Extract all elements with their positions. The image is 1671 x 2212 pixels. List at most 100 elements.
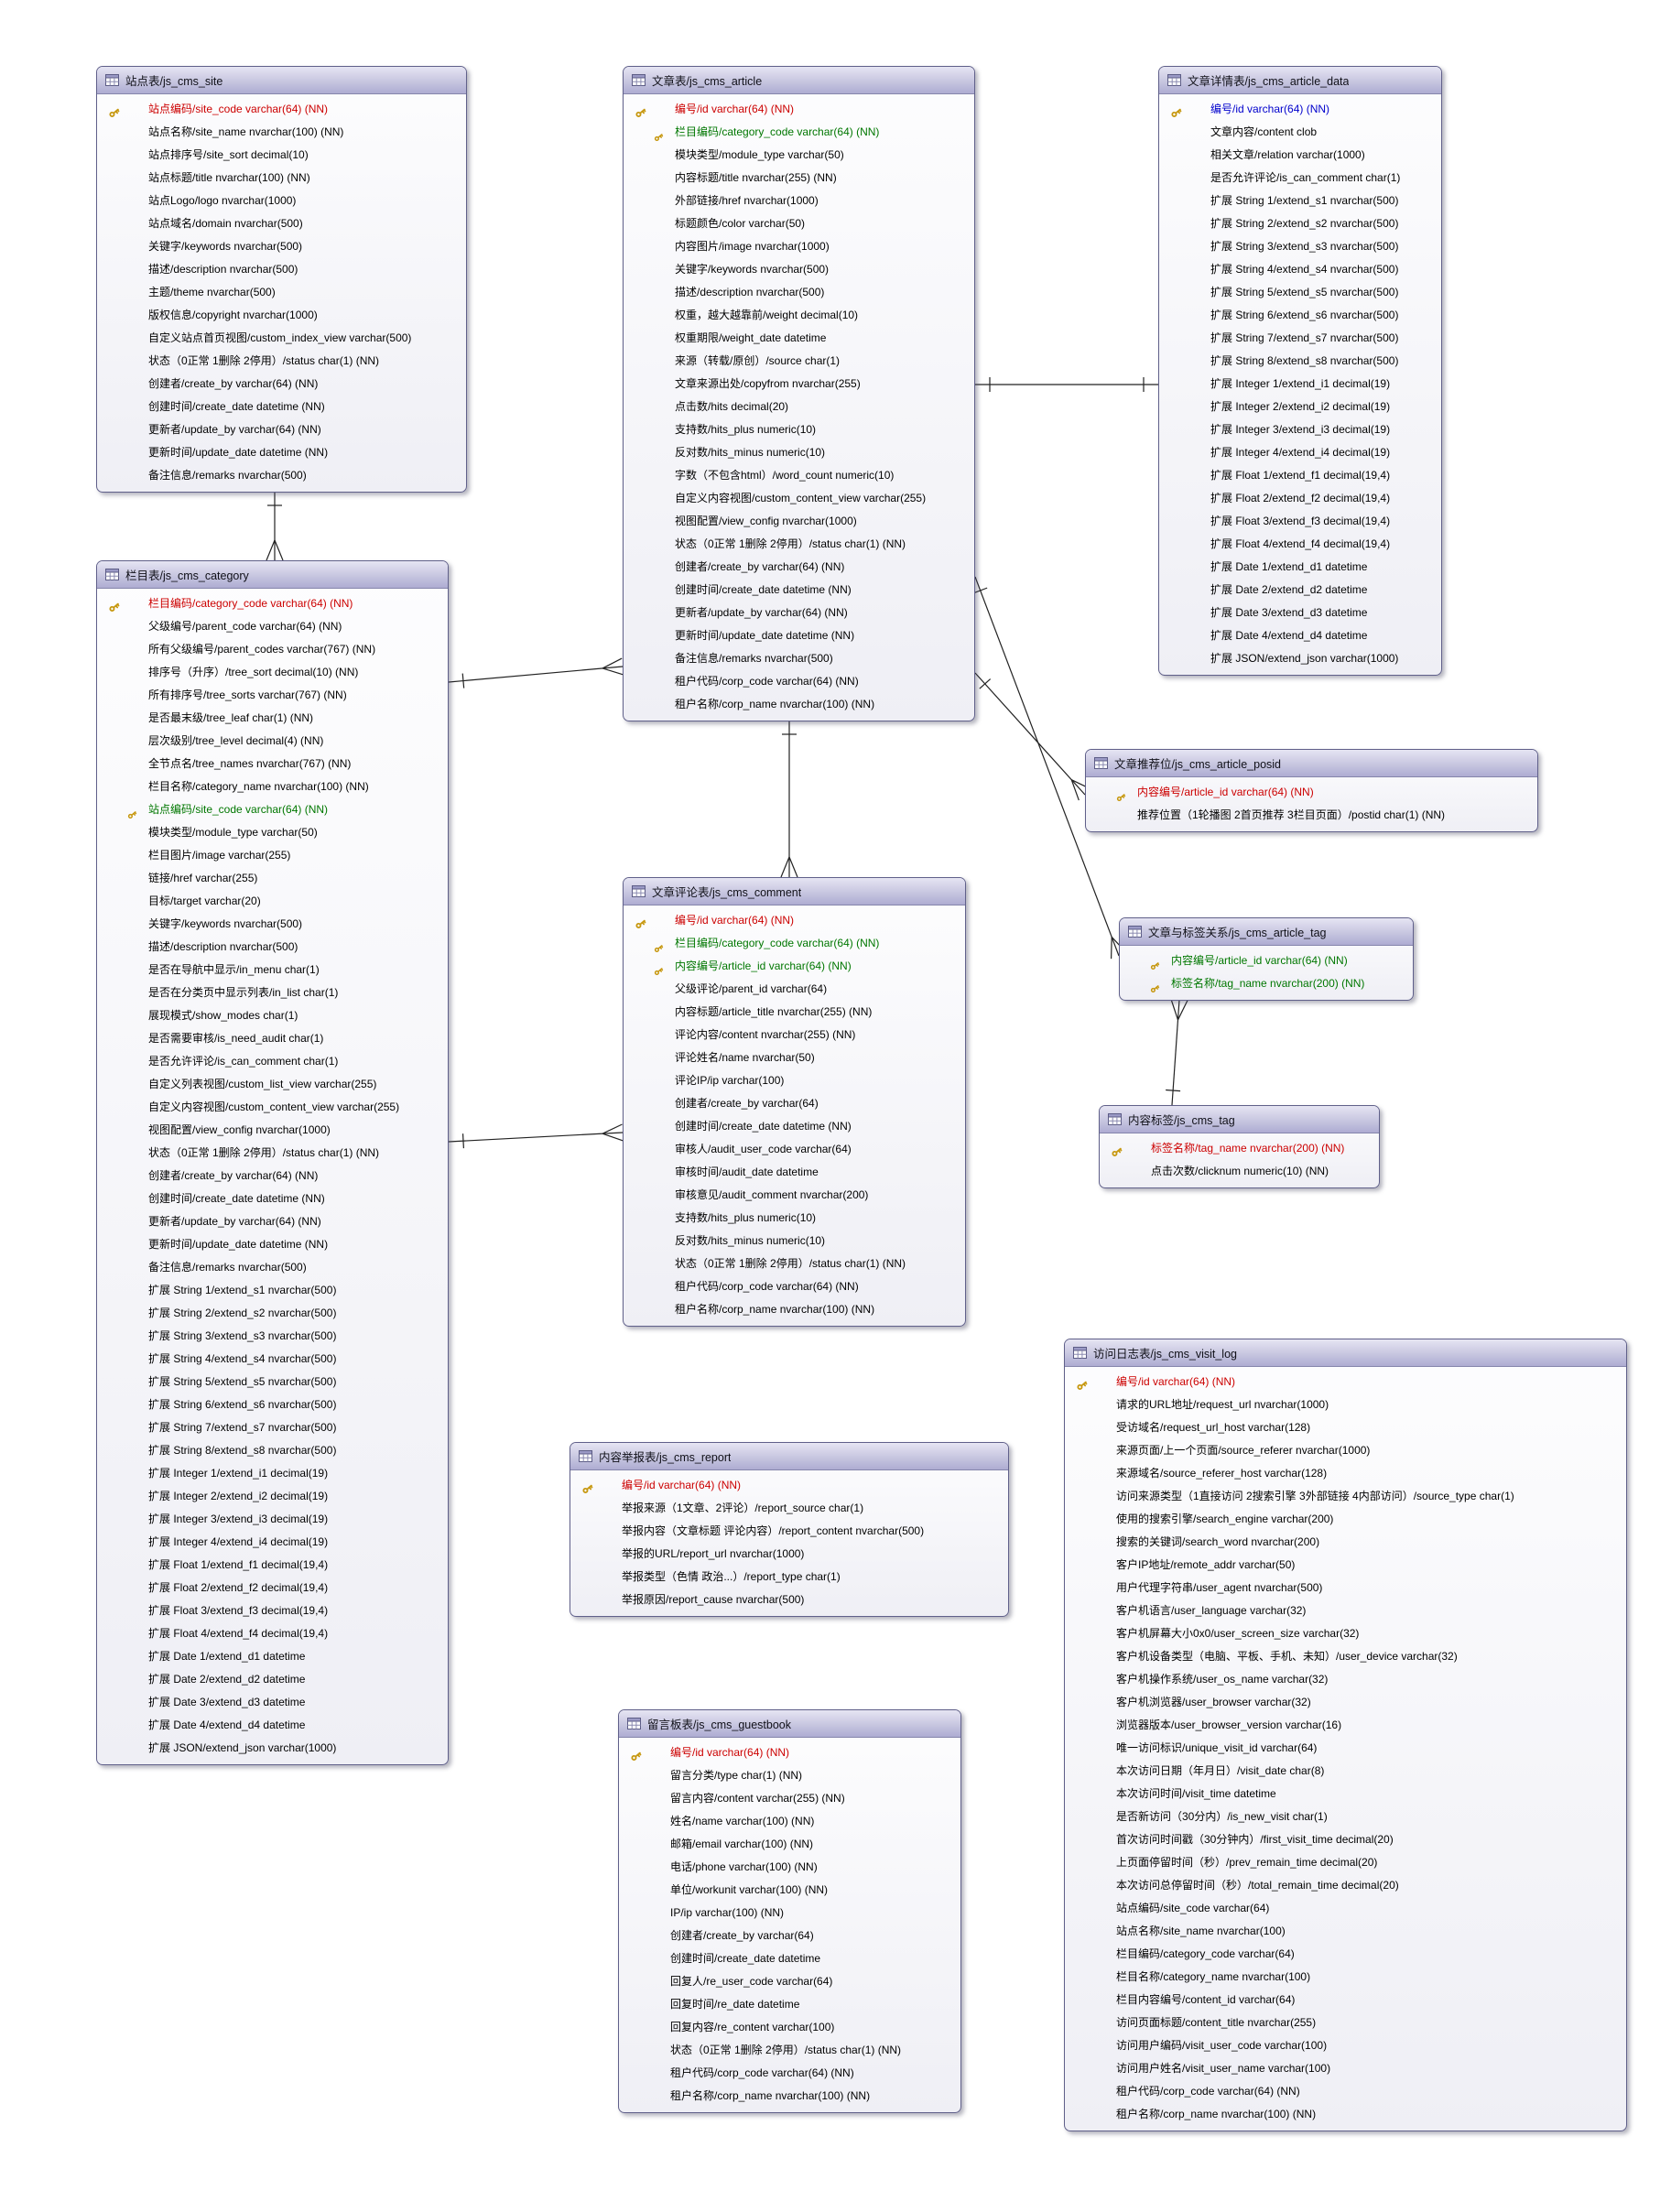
entity-header[interactable]: 留言板表/js_cms_guestbook <box>619 1710 960 1738</box>
field-text: 受访域名/request_url_host varchar(128) <box>1116 1421 1311 1434</box>
key-icon <box>1145 955 1166 972</box>
key-icon <box>648 126 670 144</box>
relationship-site-category <box>266 491 284 561</box>
field-row: 客户IP地址/remote_addr varchar(50) <box>1065 1554 1626 1577</box>
field-text: 本次访问时间/visit_time datetime <box>1116 1787 1276 1800</box>
field-text: 扩展 Integer 2/extend_i2 decimal(19) <box>148 1490 329 1502</box>
field-row: 关键字/keywords nvarchar(500) <box>97 913 448 936</box>
entity-title: 栏目表/js_cms_category <box>125 569 249 582</box>
field-row: 唯一访问标识/unique_visit_id varchar(64) <box>1065 1737 1626 1760</box>
field-text: 使用的搜索引擎/search_engine varchar(200) <box>1116 1513 1334 1525</box>
field-text: 点击次数/clicknum numeric(10) (NN) <box>1151 1165 1329 1177</box>
field-row: 编号/id varchar(64) (NN) <box>1159 98 1441 121</box>
field-text: 标题颜色/color varchar(50) <box>675 217 806 230</box>
field-text: 内容编号/article_id varchar(64) (NN) <box>1171 954 1348 967</box>
field-text: 上页面停留时间（秒）/prev_remain_time decimal(20) <box>1116 1856 1378 1869</box>
field-text: 扩展 Integer 1/extend_i1 decimal(19) <box>1210 377 1391 390</box>
field-row: 是否最末级/tree_leaf char(1) (NN) <box>97 707 448 730</box>
field-text: 站点域名/domain nvarchar(500) <box>148 217 303 230</box>
key-icon <box>1145 978 1166 995</box>
field-row: 本次访问日期（年月日）/visit_date char(8) <box>1065 1760 1626 1783</box>
entity-header[interactable]: 内容标签/js_cms_tag <box>1100 1106 1379 1133</box>
field-text: 父级评论/parent_id varchar(64) <box>675 982 828 995</box>
field-text: 描述/description nvarchar(500) <box>675 286 825 298</box>
field-row: 父级评论/parent_id varchar(64) <box>624 978 965 1001</box>
entity-js_cms_article_tag[interactable]: 文章与标签关系/js_cms_article_tag 内容编号/article_i… <box>1119 917 1414 1001</box>
field-text: 扩展 Date 1/extend_d1 datetime <box>148 1650 306 1663</box>
table-icon <box>1167 74 1181 86</box>
field-row: 关键字/keywords nvarchar(500) <box>97 235 466 258</box>
field-row: 扩展 Date 2/extend_d2 datetime <box>97 1668 448 1691</box>
entity-header[interactable]: 文章评论表/js_cms_comment <box>624 878 965 905</box>
field-row: 扩展 String 4/extend_s4 nvarchar(500) <box>97 1348 448 1371</box>
entity-js_cms_tag[interactable]: 内容标签/js_cms_tag 标签名称/tag_name nvarchar(20… <box>1099 1105 1380 1188</box>
table-icon <box>1108 1113 1122 1125</box>
field-row: 扩展 Float 1/extend_f1 decimal(19,4) <box>97 1554 448 1577</box>
field-row: 扩展 String 4/extend_s4 nvarchar(500) <box>1159 258 1441 281</box>
field-text: 扩展 Date 2/extend_d2 datetime <box>1210 583 1368 596</box>
field-row: 扩展 Integer 3/extend_i3 decimal(19) <box>1159 418 1441 441</box>
entity-js_cms_visit_log[interactable]: 访问日志表/js_cms_visit_log 编号/id varchar(64) … <box>1064 1339 1627 2131</box>
field-row: 留言内容/content varchar(255) (NN) <box>619 1787 960 1810</box>
field-row: 更新时间/update_date datetime (NN) <box>624 624 974 647</box>
field-text: 标签名称/tag_name nvarchar(200) (NN) <box>1151 1142 1345 1155</box>
field-text: 站点名称/site_name nvarchar(100) (NN) <box>148 125 344 138</box>
entity-header[interactable]: 内容举报表/js_cms_report <box>570 1443 1008 1470</box>
field-row: 访问来源类型（1直接访问 2搜索引擎 3外部链接 4内部访问）/source_t… <box>1065 1485 1626 1508</box>
field-row: 客户机屏幕大小0x0/user_screen_size varchar(32) <box>1065 1622 1626 1645</box>
entity-header[interactable]: 访问日志表/js_cms_visit_log <box>1065 1339 1626 1367</box>
entity-field-list: 站点编码/site_code varchar(64) (NN)站点名称/site… <box>97 94 466 492</box>
field-text: 自定义列表视图/custom_list_view varchar(255) <box>148 1078 377 1090</box>
key-icon <box>630 914 654 932</box>
entity-header[interactable]: 文章表/js_cms_article <box>624 67 974 94</box>
field-text: 编号/id varchar(64) (NN) <box>1116 1375 1236 1388</box>
field-row: 创建时间/create_date datetime (NN) <box>624 1115 965 1138</box>
field-text: 主题/theme nvarchar(500) <box>148 286 276 298</box>
field-text: 租户名称/corp_name nvarchar(100) (NN) <box>675 1303 875 1316</box>
field-text: 编号/id varchar(64) (NN) <box>675 914 795 927</box>
field-text: 来源页面/上一个页面/source_referer nvarchar(1000) <box>1116 1444 1371 1457</box>
field-row: 更新者/update_by varchar(64) (NN) <box>624 602 974 624</box>
field-row: 状态（0正常 1删除 2停用）/status char(1) (NN) <box>624 533 974 556</box>
key-icon <box>577 1479 601 1497</box>
field-text: 审核意见/audit_comment nvarchar(200) <box>675 1188 869 1201</box>
field-row: 扩展 Date 3/extend_d3 datetime <box>97 1691 448 1714</box>
field-text: 客户机浏览器/user_browser varchar(32) <box>1116 1696 1311 1708</box>
field-text: 是否最末级/tree_leaf char(1) (NN) <box>148 711 314 724</box>
entity-header[interactable]: 栏目表/js_cms_category <box>97 561 448 589</box>
field-row: 栏目编码/category_code varchar(64) (NN) <box>624 121 974 144</box>
field-text: 首次访问时间戳（30分钟内）/first_visit_time decimal(… <box>1116 1833 1394 1846</box>
field-row: 扩展 Integer 4/extend_i4 decimal(19) <box>97 1531 448 1554</box>
entity-js_cms_comment[interactable]: 文章评论表/js_cms_comment 编号/id varchar(64) (N… <box>623 877 966 1327</box>
entity-header[interactable]: 站点表/js_cms_site <box>97 67 466 94</box>
field-text: 客户机设备类型（电脑、平板、手机、未知）/user_device varchar… <box>1116 1650 1458 1663</box>
field-row: 扩展 Float 4/extend_f4 decimal(19,4) <box>1159 533 1441 556</box>
field-text: 扩展 Integer 3/extend_i3 decimal(19) <box>1210 423 1391 436</box>
field-text: 模块类型/module_type varchar(50) <box>148 826 318 839</box>
field-row: 访问用户姓名/visit_user_name varchar(100) <box>1065 2057 1626 2080</box>
field-text: 扩展 Float 1/extend_f1 decimal(19,4) <box>148 1558 329 1571</box>
field-row: 权重期限/weight_date datetime <box>624 327 974 350</box>
field-text: 是否允许评论/is_can_comment char(1) <box>1210 171 1401 184</box>
field-text: 视图配置/view_config nvarchar(1000) <box>675 515 857 527</box>
field-text: 是否在分类页中显示列表/in_list char(1) <box>148 986 339 999</box>
field-row: 扩展 Date 1/extend_d1 datetime <box>1159 556 1441 579</box>
field-row: 层次级别/tree_level decimal(4) (NN) <box>97 730 448 753</box>
entity-header[interactable]: 文章详情表/js_cms_article_data <box>1159 67 1441 94</box>
field-row: 上页面停留时间（秒）/prev_remain_time decimal(20) <box>1065 1851 1626 1874</box>
field-row: 使用的搜索引擎/search_engine varchar(200) <box>1065 1508 1626 1531</box>
entity-field-list: 编号/id varchar(64) (NN)举报来源（1文章、2评论）/repo… <box>570 1470 1008 1616</box>
field-row: 扩展 String 3/extend_s3 nvarchar(500) <box>97 1325 448 1348</box>
entity-header[interactable]: 文章推荐位/js_cms_article_posid <box>1086 750 1537 777</box>
field-row: 编号/id varchar(64) (NN) <box>1065 1371 1626 1393</box>
field-row: 本次访问总停留时间（秒）/total_remain_time decimal(2… <box>1065 1874 1626 1897</box>
entity-header[interactable]: 文章与标签关系/js_cms_article_tag <box>1120 918 1413 946</box>
